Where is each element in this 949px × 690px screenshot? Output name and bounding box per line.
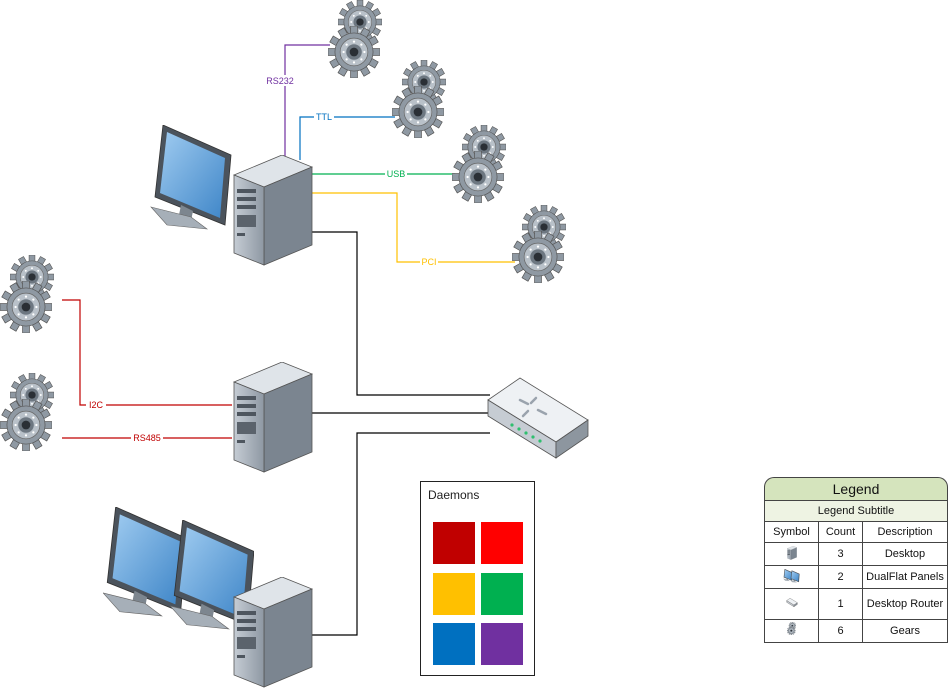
desktop-icon xyxy=(233,155,313,266)
i2c-line xyxy=(62,299,232,406)
ttl-label: TTL xyxy=(316,112,332,122)
legend-count: 3 xyxy=(818,542,863,566)
legend: Legend Legend Subtitle Symbol Count Desc… xyxy=(764,477,948,643)
daemons-panel: Daemons xyxy=(420,481,535,676)
legend-count: 1 xyxy=(818,588,863,620)
gears-icon xyxy=(328,0,382,78)
pci-line xyxy=(312,192,515,263)
legend-count: 2 xyxy=(818,565,863,589)
monitor-icon xyxy=(150,125,232,230)
legend-description: DualFlat Panels xyxy=(862,565,948,589)
legend-description: Desktop Router xyxy=(862,588,948,620)
rs232-line xyxy=(284,44,330,160)
usb-label: USB xyxy=(387,169,406,179)
daemon-swatch xyxy=(481,573,523,615)
legend-header-count: Count xyxy=(818,521,863,543)
dualflat-panels-icon xyxy=(103,507,254,630)
pci-label: PCI xyxy=(421,257,436,267)
gears-icon xyxy=(0,373,54,451)
desktop-icon xyxy=(233,362,313,473)
desktop-router-icon xyxy=(785,598,798,607)
ttl-line xyxy=(299,116,395,160)
rs485-label: RS485 xyxy=(133,433,161,443)
daemon-swatch xyxy=(433,522,475,564)
legend-header-description: Description xyxy=(862,521,948,543)
desktop-icon xyxy=(787,546,797,560)
daemon-swatch xyxy=(481,522,523,564)
legend-description: Gears xyxy=(862,619,948,643)
i2c-label: I2C xyxy=(89,400,104,410)
daemon-swatch xyxy=(433,623,475,665)
legend-title: Legend xyxy=(764,477,948,500)
lan-line-bottom xyxy=(312,432,490,636)
rs232-label: RS232 xyxy=(266,76,294,86)
legend-count: 6 xyxy=(818,619,863,643)
legend-description: Desktop xyxy=(862,542,948,566)
gears-icon xyxy=(0,255,54,333)
legend-subtitle: Legend Subtitle xyxy=(764,500,948,521)
daemon-swatch xyxy=(433,573,475,615)
gears-icon xyxy=(392,60,446,138)
legend-header-symbol: Symbol xyxy=(764,521,819,543)
desktop-router-icon xyxy=(487,377,589,459)
gears-icon xyxy=(452,125,506,203)
daemon-swatch xyxy=(481,623,523,665)
lan-line-top xyxy=(312,231,490,396)
dualflat-panels-icon xyxy=(782,568,800,583)
desktop-icon xyxy=(233,577,313,688)
gears-icon xyxy=(787,622,797,637)
gears-icon xyxy=(512,205,566,283)
daemons-title: Daemons xyxy=(428,488,480,502)
legend-table: Symbol Count Description 3 Desktop 2 Dua… xyxy=(764,521,948,643)
